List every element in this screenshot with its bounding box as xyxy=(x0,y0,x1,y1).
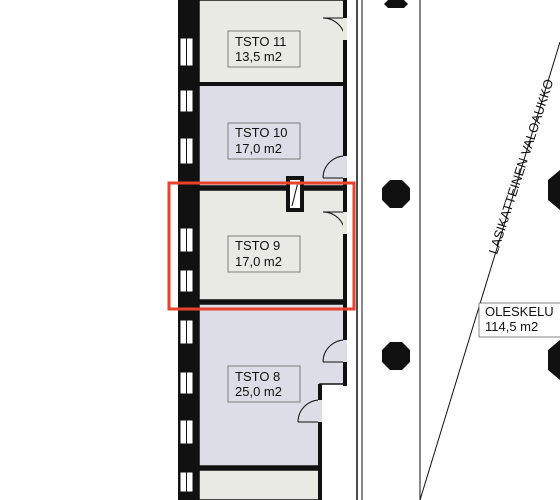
room-area: 13,5 m2 xyxy=(235,49,282,64)
lounge-area: 114,5 m2 xyxy=(485,319,538,334)
room-name: TSTO 10 xyxy=(235,125,288,140)
column-icon xyxy=(548,170,560,210)
room-name: TSTO 11 xyxy=(235,34,287,49)
interior-walls xyxy=(199,0,347,500)
lounge-name: OLESKELU xyxy=(485,304,554,319)
exterior-wall xyxy=(178,0,199,500)
column-icon xyxy=(384,0,408,8)
room-area: 25,0 m2 xyxy=(235,384,282,399)
column-icon xyxy=(548,340,560,380)
column-icon xyxy=(382,342,410,370)
label-tsto11: TSTO 11 13,5 m2 xyxy=(227,30,301,68)
shaft-icon xyxy=(286,176,304,212)
label-tsto10: TSTO 10 17,0 m2 xyxy=(227,122,301,160)
selection-frame xyxy=(167,181,356,311)
column-icon xyxy=(382,180,410,208)
skylight xyxy=(419,0,560,500)
door-swings xyxy=(297,17,347,423)
room-name: TSTO 9 xyxy=(235,238,280,253)
room-name: TSTO 8 xyxy=(235,369,280,384)
room-area: 17,0 m2 xyxy=(235,254,282,269)
atrium-edge xyxy=(356,0,412,500)
room-bottom xyxy=(198,469,321,500)
skylight-label: LASIKATTEINEN VALOAUKKO xyxy=(486,77,557,256)
room-area: 17,0 m2 xyxy=(235,141,282,156)
label-oleskelu: OLESKELU 114,5 m2 xyxy=(478,302,560,338)
label-tsto9: TSTO 9 17,0 m2 xyxy=(227,235,301,273)
label-tsto8: TSTO 8 25,0 m2 xyxy=(227,365,301,403)
